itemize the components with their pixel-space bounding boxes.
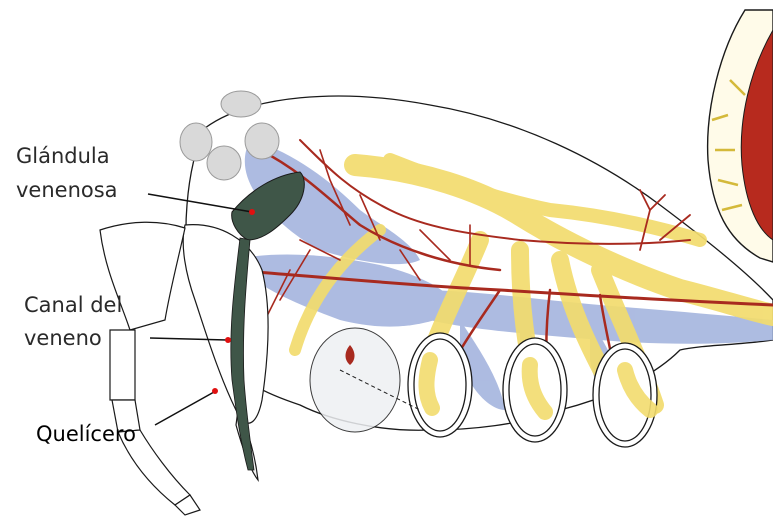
chelicera-pointer-line <box>155 392 214 425</box>
eye-2 <box>180 123 212 161</box>
eye-3 <box>245 123 279 159</box>
label-gland-line2: venenosa <box>16 176 118 204</box>
label-gland-line1: Glándula <box>16 142 110 170</box>
chelicera <box>183 225 268 480</box>
duct-pointer-dot <box>225 337 231 343</box>
eye-4 <box>207 146 241 180</box>
gland-pointer-dot <box>249 209 255 215</box>
chelicera-pointer-dot <box>212 388 218 394</box>
abdomen-section <box>708 10 773 262</box>
eye-1 <box>221 91 261 117</box>
label-chelicera: Quelícero <box>36 420 136 448</box>
front-leg <box>100 222 200 515</box>
label-duct-line2: veneno <box>24 324 102 352</box>
label-duct-line1: Canal del <box>24 291 122 319</box>
